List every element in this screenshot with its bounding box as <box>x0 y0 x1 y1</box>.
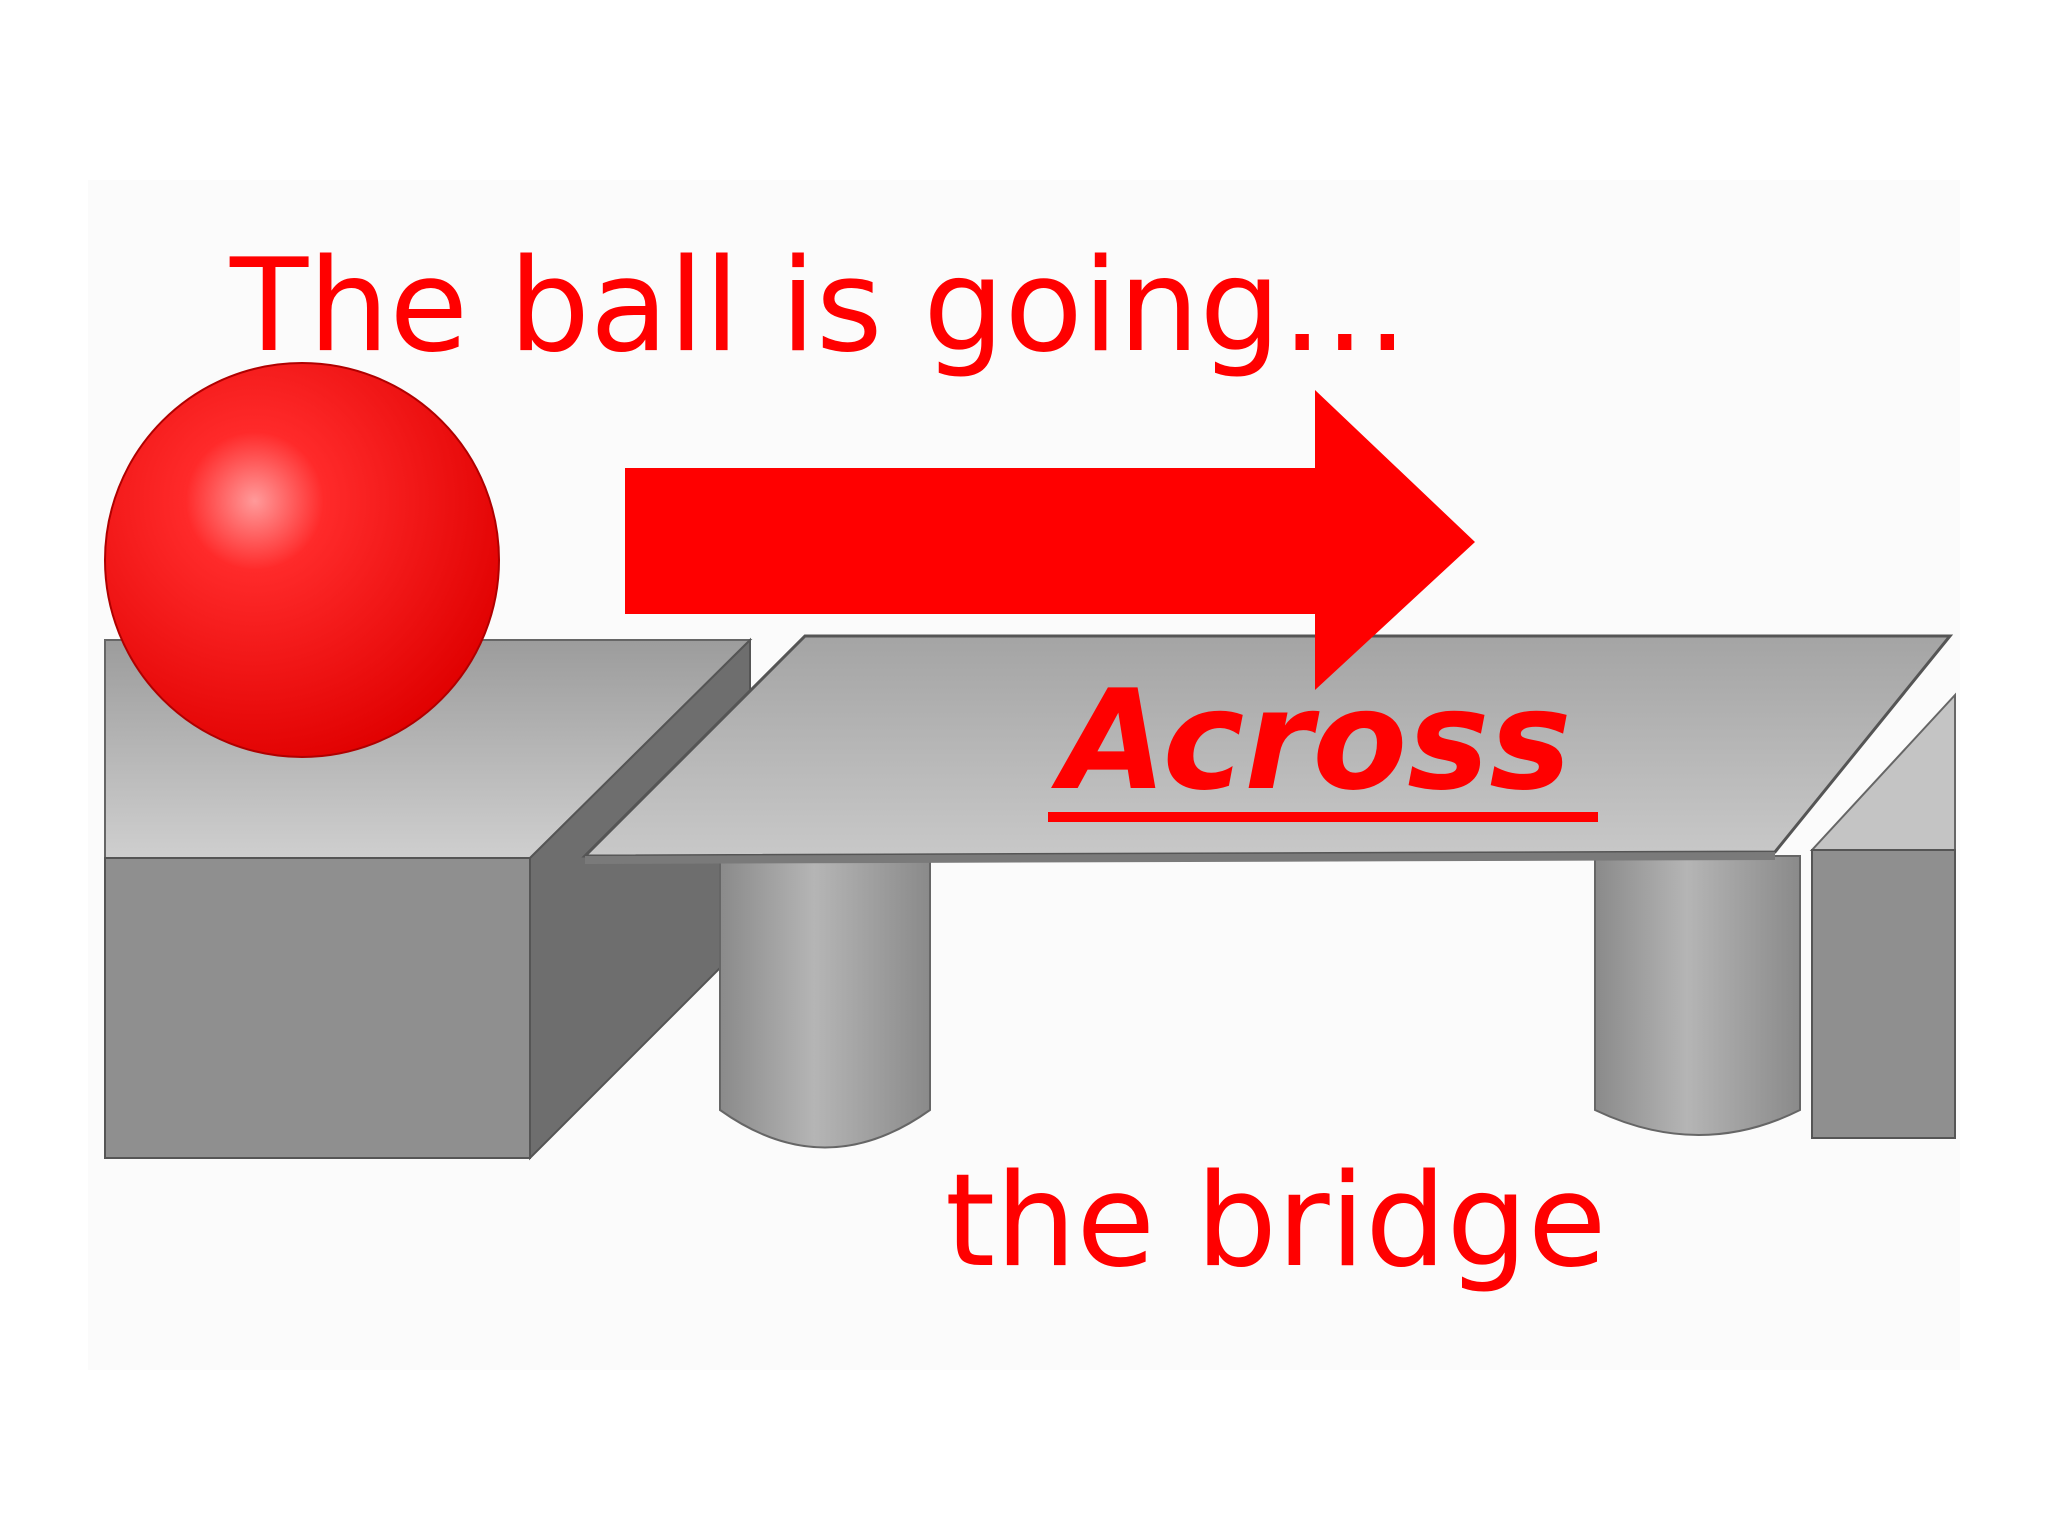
bridge-pillar-left <box>719 855 931 1149</box>
top-caption: The ball is going… <box>229 232 1409 381</box>
preposition-label: Across <box>1051 660 1572 821</box>
right-block <box>1809 692 1956 1139</box>
left-block <box>104 637 753 1161</box>
bridge-pillar-right <box>1594 855 1801 1136</box>
preposition-underline <box>1048 812 1598 822</box>
bridge-deck-edge <box>585 852 1775 864</box>
right-arrow <box>625 390 1475 690</box>
right-block-front <box>1811 849 1956 1139</box>
bottom-caption: the bridge <box>945 1147 1606 1296</box>
left-block-front <box>104 857 531 1159</box>
bridge-deck <box>581 634 1954 864</box>
red-ball <box>104 362 500 758</box>
